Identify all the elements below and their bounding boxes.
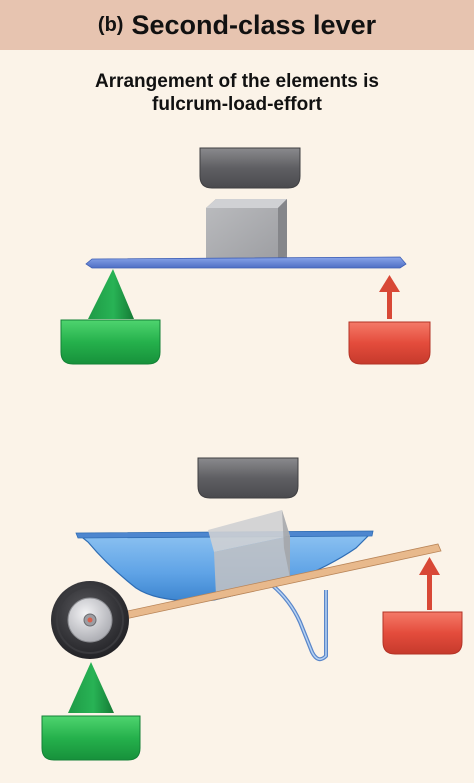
load-tray-top: [199, 147, 301, 189]
effort-arrow-top: [379, 275, 400, 319]
fulcrum-tray-bottom: [41, 715, 141, 761]
panel-tag: (b): [97, 13, 124, 36]
page-title: Second-class lever: [131, 9, 377, 40]
effort-arrow-bottom: [419, 557, 440, 610]
effort-tray-top: [348, 321, 431, 365]
fulcrum-triangle-top: [88, 269, 134, 319]
lever-beam-top: [85, 256, 407, 269]
wheelbarrow-stand: [270, 583, 328, 662]
fulcrum-tray-top: [60, 319, 161, 365]
wheelbarrow-wheel: [51, 581, 129, 659]
subtitle: Arrangement of the elements is fulcrum-l…: [0, 70, 474, 116]
effort-tray-bottom: [382, 611, 463, 655]
subtitle-line-2: fulcrum-load-effort: [152, 94, 322, 115]
load-box-top: [206, 199, 287, 262]
lever-schematic: [60, 147, 431, 365]
load-tray-bottom: [197, 457, 299, 499]
fulcrum-triangle-bottom: [68, 662, 114, 713]
wheelbarrow-example: [41, 457, 463, 761]
header-banner: (b) Second-class lever: [0, 0, 474, 50]
subtitle-line-1: Arrangement of the elements is: [94, 71, 380, 92]
